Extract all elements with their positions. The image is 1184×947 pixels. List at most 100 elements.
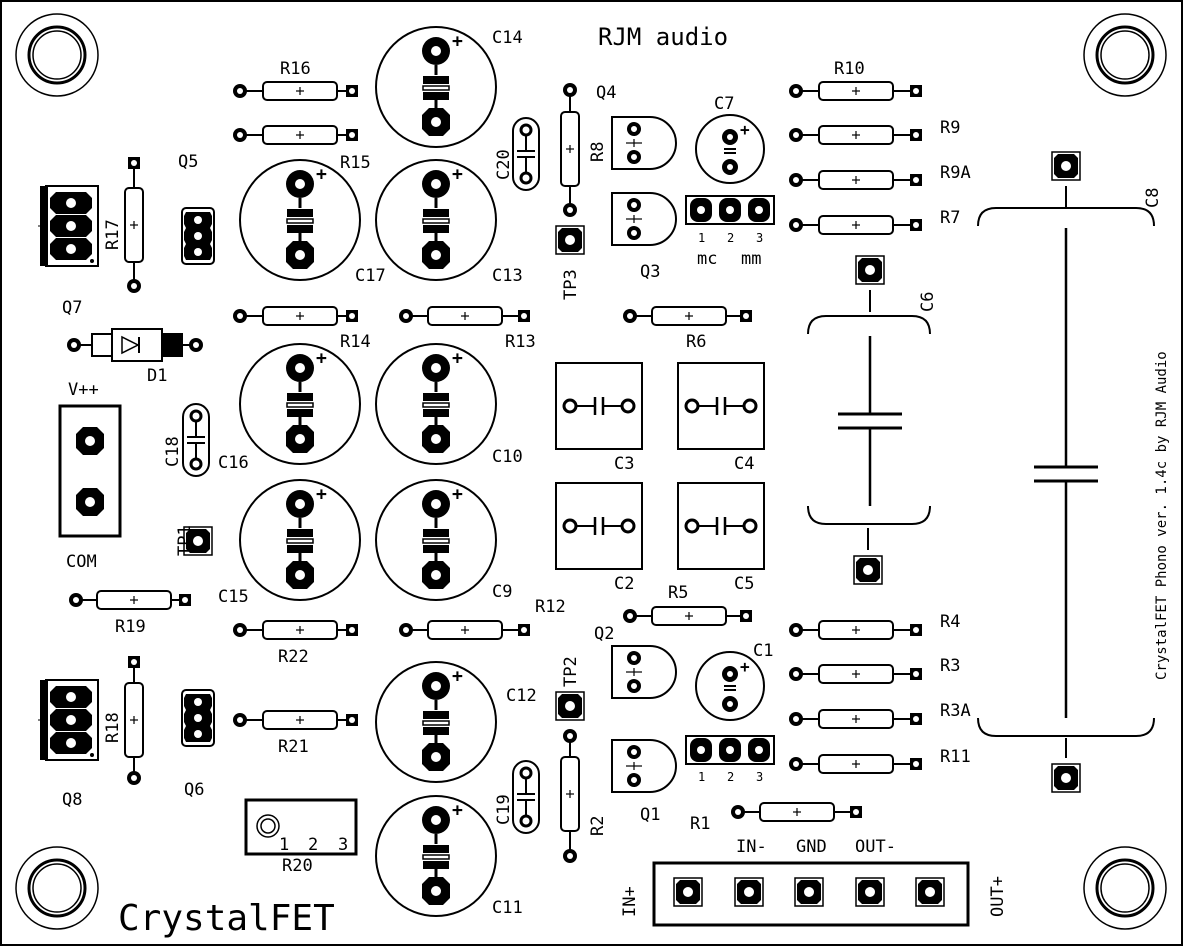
mounting-hole [14, 845, 100, 931]
trimmer-pin-2: 2 [308, 835, 318, 855]
brand-text: CrystalFET [118, 898, 335, 939]
label-C13: C13 [492, 266, 523, 286]
resistor-R11 [789, 754, 922, 774]
jumper-pin-2: 2 [727, 231, 734, 245]
label-R18: R18 [103, 712, 123, 743]
label-R6: R6 [686, 332, 706, 352]
label-R3A: R3A [940, 701, 971, 721]
jumper-pin-3: 3 [756, 231, 763, 245]
label-R14: R14 [340, 332, 371, 352]
label-out-plus: OUT+ [988, 876, 1008, 917]
label-R8: R8 [588, 142, 608, 162]
resistor-R16 [233, 81, 358, 101]
label-Q5: Q5 [178, 152, 198, 172]
label-C2: C2 [614, 574, 634, 594]
capacitor-C9 [374, 478, 498, 602]
label-D1: D1 [147, 366, 167, 386]
regulator-Q7 [38, 185, 99, 267]
capacitor-C2 [554, 481, 644, 571]
label-Q7: Q7 [62, 298, 82, 318]
capacitor-C16 [238, 342, 362, 466]
capacitor-C1 [695, 651, 765, 721]
label-Q3: Q3 [640, 262, 660, 282]
label-R3: R3 [940, 656, 960, 676]
capacitor-C19 [511, 759, 541, 835]
label-C1: C1 [753, 641, 773, 661]
label-C10: C10 [492, 447, 523, 467]
label-R20: R20 [282, 856, 313, 876]
jumper-mc-mm[interactable] [685, 195, 775, 225]
label-C5: C5 [734, 574, 754, 594]
label-R7: R7 [940, 208, 960, 228]
label-R2: R2 [588, 816, 608, 836]
label-in-plus: IN+ [620, 886, 640, 917]
resistor-R7 [789, 215, 922, 235]
capacitor-C4 [676, 361, 766, 451]
label-C18: C18 [163, 436, 183, 467]
label-R21: R21 [278, 737, 309, 757]
mounting-hole [14, 12, 100, 98]
trimmer-R20 [244, 798, 358, 856]
label-R19: R19 [115, 617, 146, 637]
regulator-Q8 [38, 679, 99, 761]
label-TP2: TP2 [561, 656, 581, 687]
trimmer-pin-1: 1 [279, 835, 289, 855]
capacitor-C14 [374, 25, 498, 149]
label-C7: C7 [714, 94, 734, 114]
label-R5: R5 [668, 583, 688, 603]
jumper-pin-1: 1 [698, 770, 705, 784]
capacitor-C18 [181, 402, 211, 478]
capacitor-C10 [374, 342, 498, 466]
label-R15: R15 [340, 153, 371, 173]
label-R11: R11 [940, 747, 971, 767]
label-mm: mm [741, 249, 761, 269]
resistor-R10 [789, 81, 922, 101]
label-Q6: Q6 [184, 780, 204, 800]
label-C15: C15 [218, 587, 249, 607]
jumper-pin-3: 3 [756, 770, 763, 784]
label-C4: C4 [734, 454, 754, 474]
label-out-minus: OUT- [855, 837, 896, 857]
label-C9: C9 [492, 582, 512, 602]
label-com: COM [66, 552, 97, 572]
resistor-R1 [731, 802, 862, 822]
resistor-R19 [69, 590, 191, 610]
label-TP1: TP1 [175, 525, 195, 556]
resistor-R5 [623, 606, 752, 626]
resistor-R3A [789, 709, 922, 729]
trimmer-pin-3: 3 [338, 835, 348, 855]
label-R1: R1 [690, 814, 710, 834]
resistor-R12 [399, 620, 530, 640]
label-in-minus: IN- [736, 837, 767, 857]
label-C8: C8 [1143, 188, 1163, 208]
label-C20: C20 [494, 149, 514, 180]
capacitor-C11 [374, 794, 498, 918]
label-R4: R4 [940, 612, 960, 632]
label-C17: C17 [355, 266, 386, 286]
transistor-Q5 [181, 207, 215, 265]
testpoint-TP2[interactable] [555, 691, 585, 721]
jumper-lower[interactable] [685, 735, 775, 765]
power-terminal[interactable] [58, 404, 122, 538]
label-vpp: V++ [68, 380, 99, 400]
resistor-R14 [233, 306, 358, 326]
capacitor-C17 [238, 158, 362, 282]
resistor-R2 [560, 729, 580, 863]
jfet-Q4 [611, 116, 677, 170]
transistor-Q6 [181, 689, 215, 747]
resistor-R3 [789, 664, 922, 684]
jumper-pin-2: 2 [727, 770, 734, 784]
resistor-R4 [789, 620, 922, 640]
resistor-R9 [789, 125, 922, 145]
testpoint-TP3[interactable] [555, 225, 585, 255]
resistor-R22 [233, 620, 358, 640]
label-R9A: R9A [940, 163, 971, 183]
label-R17: R17 [103, 219, 123, 250]
resistor-R21 [233, 710, 358, 730]
capacitor-C7 [695, 114, 765, 184]
label-R16: R16 [280, 59, 311, 79]
label-C3: C3 [614, 454, 634, 474]
signal-connector[interactable] [652, 861, 970, 927]
label-gnd: GND [796, 837, 827, 857]
resistor-R8 [560, 83, 580, 217]
